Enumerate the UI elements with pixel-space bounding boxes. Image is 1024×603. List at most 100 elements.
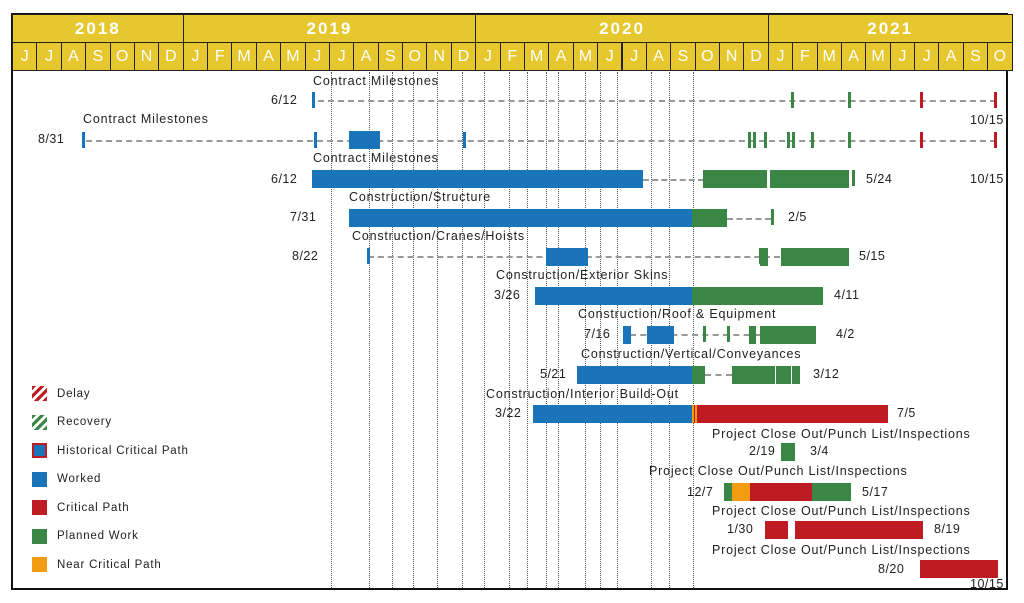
- task-label: Construction/Exterior Skins: [496, 268, 669, 282]
- month-cell: J: [304, 42, 330, 71]
- month-cell: N: [719, 42, 745, 71]
- grid-line: [617, 72, 618, 588]
- end-date: 7/5: [897, 406, 916, 420]
- start-date: 8/20: [878, 562, 905, 576]
- recovery-swatch-icon: [32, 414, 47, 430]
- milestone-marker: [792, 132, 795, 148]
- month-cell: J: [12, 42, 38, 71]
- gantt-bar: [781, 248, 849, 266]
- month-cell: A: [645, 42, 672, 71]
- milestone-marker: [920, 92, 923, 108]
- legend-label: Recovery: [57, 416, 112, 428]
- gantt-bar: [781, 443, 795, 461]
- gantt-bar: [724, 483, 732, 501]
- gantt-bar: [750, 483, 812, 501]
- connector-line: [630, 334, 760, 336]
- milestone-marker: [463, 132, 466, 148]
- month-cell: A: [938, 42, 964, 71]
- historical-critical-path-swatch-icon: [32, 443, 47, 458]
- month-cell: S: [377, 42, 404, 71]
- grid-line: [693, 72, 694, 588]
- month-cell: O: [109, 42, 135, 71]
- task-label: Contract Milestones: [83, 112, 209, 126]
- month-cell: J: [621, 42, 647, 71]
- month-cell: F: [792, 42, 818, 71]
- task-label: Project Close Out/Punch List/Inspections: [712, 504, 971, 518]
- grid-line: [413, 72, 414, 588]
- extra-date: 10/15: [970, 172, 1004, 186]
- month-cell: M: [865, 42, 891, 71]
- gantt-bar: [760, 248, 768, 266]
- connector-line: [705, 374, 732, 376]
- near-critical-path-swatch-icon: [32, 557, 47, 572]
- month-cell: F: [207, 42, 233, 71]
- month-cell: O: [694, 42, 720, 71]
- legend-label: Critical Path: [57, 501, 130, 514]
- year-cell: 2021: [767, 14, 1013, 43]
- milestone-marker: [848, 92, 851, 108]
- milestone-marker: [791, 92, 794, 108]
- start-date: 3/22: [495, 406, 522, 420]
- critical-path-swatch-icon: [32, 500, 47, 515]
- month-cell: J: [475, 42, 501, 71]
- start-date: 7/16: [584, 327, 611, 341]
- gantt-bar: [349, 131, 380, 149]
- start-date: 1/30: [727, 522, 754, 536]
- grid-line: [527, 72, 528, 588]
- gantt-bar: [692, 405, 694, 423]
- gantt-bar: [546, 248, 588, 266]
- gantt-bar: [770, 170, 849, 188]
- connector-line: [643, 179, 704, 181]
- month-cell: D: [158, 42, 184, 71]
- gantt-bar: [792, 366, 800, 384]
- end-date: 2/5: [788, 210, 807, 224]
- connector-line: [86, 140, 996, 142]
- planned-work-swatch-icon: [32, 528, 47, 544]
- task-label: Project Close Out/Punch List/Inspections: [649, 464, 908, 478]
- end-date: 4/2: [836, 327, 855, 341]
- grid-line: [558, 72, 559, 588]
- month-cell: J: [889, 42, 916, 71]
- milestone-marker: [703, 326, 706, 342]
- legend-label: Worked: [57, 473, 102, 485]
- gantt-bar: [692, 366, 705, 384]
- task-label: Construction/Structure: [349, 190, 491, 204]
- milestone-marker: [848, 132, 851, 148]
- month-cell: S: [962, 42, 989, 71]
- end-date: 8/19: [934, 522, 961, 536]
- end-date: 3/4: [810, 444, 829, 458]
- gantt-bar: [695, 405, 697, 423]
- month-cell: O: [987, 42, 1013, 71]
- month-cell: J: [36, 42, 62, 71]
- end-date: 5/15: [859, 249, 886, 263]
- milestone-marker: [764, 132, 767, 148]
- legend-item-worked: Worked: [32, 471, 102, 487]
- grid-line: [585, 72, 586, 588]
- gantt-bar: [749, 326, 756, 344]
- task-label: Construction/Cranes/Hoists: [352, 229, 525, 243]
- gantt-bar: [694, 405, 695, 423]
- gantt-bar: [812, 483, 851, 501]
- legend-item-historical-critical-path: Historical Critical Path: [32, 443, 189, 458]
- gantt-bar: [535, 287, 692, 305]
- milestone-marker: [748, 132, 751, 148]
- legend-label: Near Critical Path: [57, 558, 162, 571]
- milestone-marker: [994, 132, 997, 148]
- milestone-marker: [367, 248, 370, 264]
- month-cell: O: [402, 42, 428, 71]
- gantt-bar: [692, 287, 823, 305]
- gantt-bar: [692, 209, 727, 227]
- month-cell: A: [353, 42, 379, 71]
- month-cell: J: [182, 42, 209, 71]
- year-cell: 2020: [475, 14, 769, 43]
- legend-item-near-critical-path: Near Critical Path: [32, 557, 162, 572]
- grid-line: [392, 72, 393, 588]
- month-cell: A: [255, 42, 282, 71]
- gantt-bar: [623, 326, 631, 344]
- month-cell: D: [743, 42, 769, 71]
- milestone-marker: [753, 132, 756, 148]
- task-label: Construction/Interior Build-Out: [486, 387, 679, 401]
- legend-item-critical-path: Critical Path: [32, 500, 129, 515]
- milestone-marker: [82, 132, 85, 148]
- start-date: 5/21: [540, 367, 567, 381]
